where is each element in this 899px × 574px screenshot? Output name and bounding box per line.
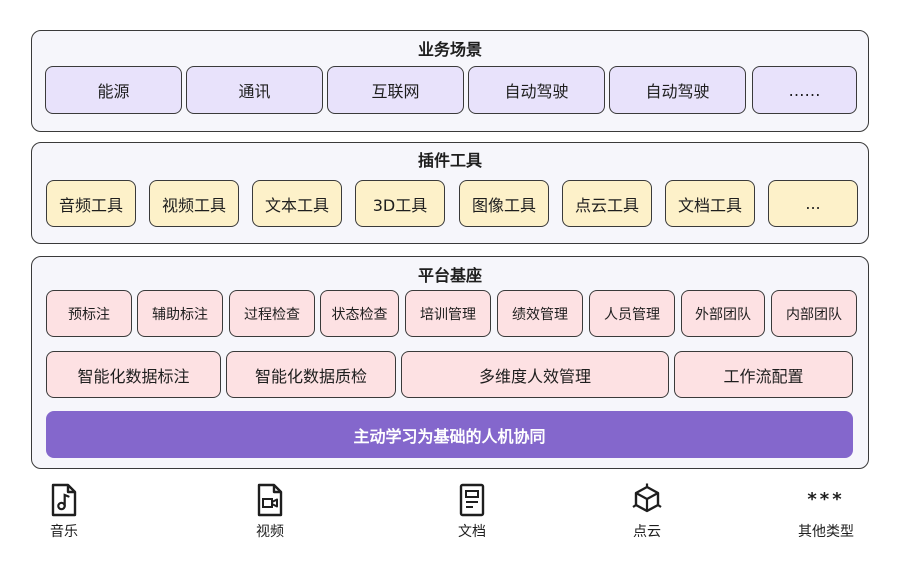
data-type-video: 视频: [230, 483, 310, 541]
business-item-energy: 能源: [45, 66, 182, 114]
plugin-3d-tool: 3D工具: [355, 180, 445, 227]
plugin-image-tool: 图像工具: [459, 180, 549, 227]
business-item-autonomous-driving-1: 自动驾驶: [468, 66, 605, 114]
platform-status-check: 状态检查: [320, 290, 399, 337]
plugin-tools-title: 插件工具: [417, 151, 482, 170]
business-item-autonomous-driving-2: 自动驾驶: [609, 66, 746, 114]
asterisks-icon: ***: [807, 489, 845, 510]
business-scenarios-title: 业务场景: [417, 40, 482, 59]
data-type-music: 音乐: [24, 483, 104, 541]
business-item-internet: 互联网: [327, 66, 464, 114]
platform-smart-quality-check: 智能化数据质检: [226, 351, 396, 398]
data-type-pointcloud-label: 点云: [633, 524, 661, 540]
data-type-other-label: 其他类型: [798, 524, 854, 540]
cube-icon: [632, 483, 662, 513]
business-item-telecom: 通讯: [186, 66, 323, 114]
plugin-more: ...: [768, 180, 858, 227]
platform-performance-management: 绩效管理: [497, 290, 583, 337]
platform-process-check: 过程检查: [229, 290, 315, 337]
platform-personnel-management: 人员管理: [589, 290, 675, 337]
human-machine-collaboration-banner: 主动学习为基础的人机协同: [46, 411, 853, 458]
platform-assisted-annotation: 辅助标注: [137, 290, 223, 337]
data-type-document-label: 文档: [458, 524, 486, 540]
plugin-document-tool: 文档工具: [665, 180, 755, 227]
platform-pre-annotation: 预标注: [46, 290, 132, 337]
music-file-icon: [51, 483, 77, 517]
plugin-pointcloud-tool: 点云工具: [562, 180, 652, 227]
video-file-icon: [257, 483, 283, 517]
plugin-text-tool: 文本工具: [252, 180, 342, 227]
plugin-audio-tool: 音频工具: [46, 180, 136, 227]
data-type-music-label: 音乐: [50, 524, 78, 540]
data-type-video-label: 视频: [256, 524, 284, 540]
platform-training-management: 培训管理: [405, 290, 491, 337]
data-type-pointcloud: 点云: [607, 483, 687, 541]
platform-workflow-config: 工作流配置: [674, 351, 853, 398]
data-type-other: *** 其他类型: [778, 483, 874, 541]
plugin-video-tool: 视频工具: [149, 180, 239, 227]
platform-multidimensional-efficiency: 多维度人效管理: [401, 351, 669, 398]
business-item-more: ……: [752, 66, 857, 114]
platform-base-title: 平台基座: [417, 266, 482, 285]
platform-external-team: 外部团队: [681, 290, 765, 337]
document-icon: [459, 483, 485, 517]
data-type-document: 文档: [432, 483, 512, 541]
platform-internal-team: 内部团队: [771, 290, 857, 337]
platform-smart-annotation: 智能化数据标注: [46, 351, 221, 398]
